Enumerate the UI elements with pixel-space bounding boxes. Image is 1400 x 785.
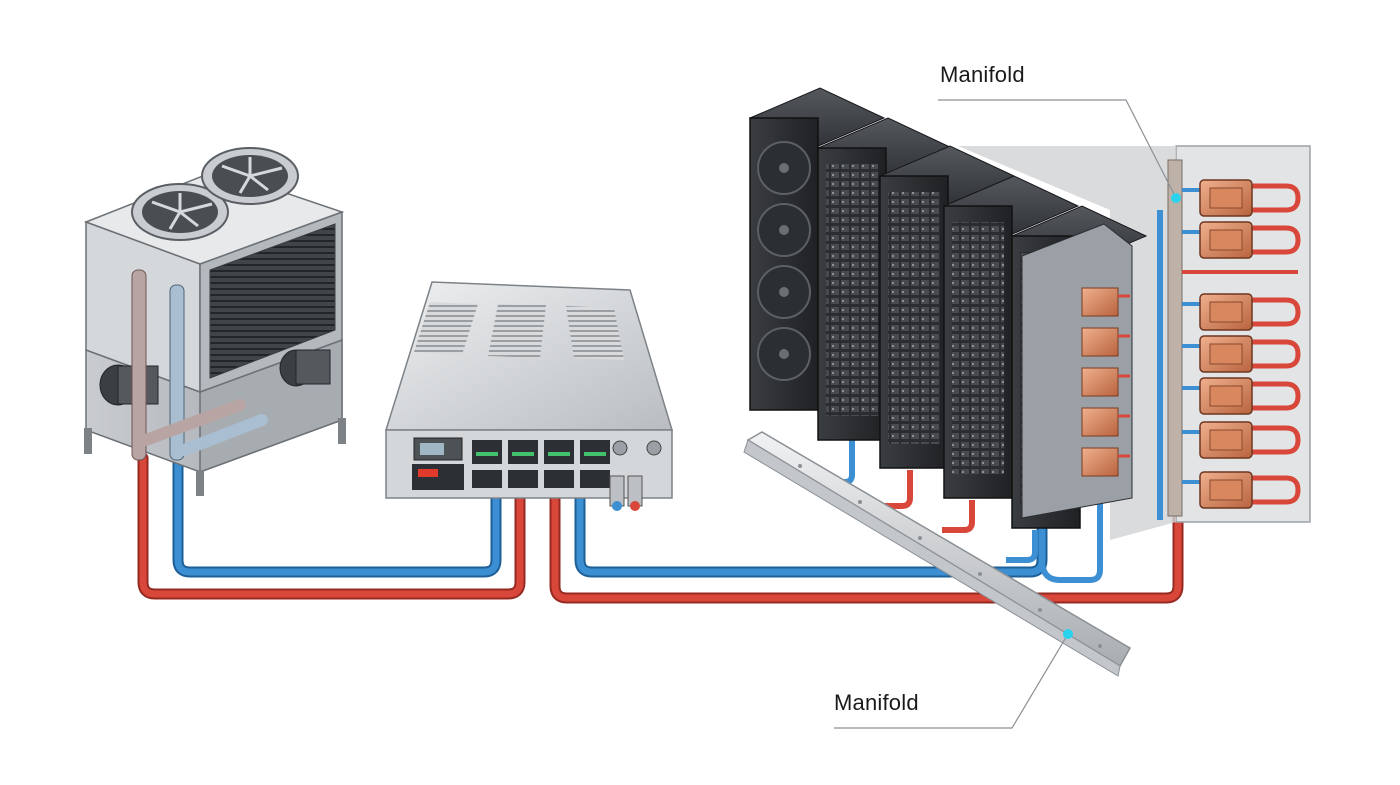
cold-plate-icon	[1182, 471, 1301, 509]
server-rack	[878, 145, 1016, 469]
cold-plate-icon	[1182, 221, 1301, 259]
floor-manifold-rail	[743, 431, 1132, 677]
callout-lines	[834, 99, 1181, 729]
server-rack	[942, 175, 1080, 499]
server-rack	[816, 117, 954, 441]
manifold-label-bottom: Manifold	[834, 690, 919, 715]
cold-plate-icon	[1182, 335, 1301, 373]
server-rack	[748, 87, 886, 411]
cold-plate-icon	[1182, 421, 1301, 459]
callout-line-top	[938, 99, 1177, 199]
manifold-marker-bottom	[1063, 629, 1073, 639]
callout-line-bottom	[834, 633, 1069, 729]
cold-plate-icon	[1182, 179, 1301, 217]
cold-plate-icon	[1182, 377, 1301, 415]
coolant-pipes	[137, 440, 1184, 604]
coolant-distribution-unit-icon	[384, 281, 674, 511]
server-rack-icon	[748, 87, 1148, 529]
manifold-marker-top	[1171, 193, 1181, 203]
server-rack	[1010, 205, 1148, 529]
dry-cooler-icon	[83, 147, 346, 496]
cold-plate-icon	[1182, 293, 1301, 331]
manifold-label-top: Manifold	[940, 62, 1025, 87]
